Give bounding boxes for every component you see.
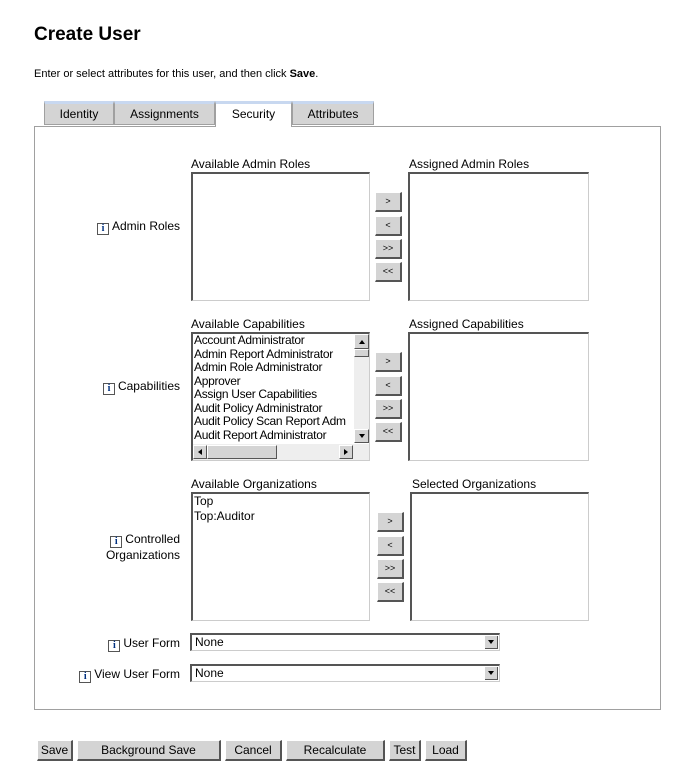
assigned-capabilities-label: Assigned Capabilities xyxy=(409,317,524,331)
view-user-form-value: None xyxy=(195,666,224,680)
remove-admin-role-button[interactable]: < xyxy=(375,216,402,236)
scroll-up-icon[interactable] xyxy=(354,334,369,349)
list-item[interactable]: Admin Report Administrator xyxy=(194,346,333,361)
available-organizations-label: Available Organizations xyxy=(191,477,317,491)
add-admin-role-button[interactable]: > xyxy=(375,192,402,212)
remove-all-admin-roles-button[interactable]: << xyxy=(375,262,402,282)
cancel-button[interactable]: Cancel xyxy=(225,740,282,761)
selected-organizations-list[interactable] xyxy=(410,492,589,621)
capabilities-text: Capabilities xyxy=(117,379,180,393)
scroll-right-icon[interactable] xyxy=(339,445,353,459)
tab-security[interactable]: Security xyxy=(215,101,292,127)
add-all-organizations-button[interactable]: >> xyxy=(377,559,404,579)
scroll-left-icon[interactable] xyxy=(193,445,207,459)
add-all-admin-roles-button[interactable]: >> xyxy=(375,239,402,259)
list-item[interactable]: Audit Policy Scan Report Adm xyxy=(194,414,346,428)
horizontal-scrollbar[interactable] xyxy=(193,444,369,460)
instructions-end: . xyxy=(315,68,319,80)
horizontal-scrollbar-thumb[interactable] xyxy=(207,445,277,459)
remove-capability-button[interactable]: < xyxy=(375,376,402,396)
list-item[interactable]: Top:Auditor xyxy=(194,509,255,523)
remove-all-organizations-button[interactable]: << xyxy=(377,582,404,602)
controlled-organizations-text-1: Controlled xyxy=(125,532,180,546)
test-button[interactable]: Test xyxy=(389,740,421,761)
available-capabilities-label: Available Capabilities xyxy=(191,317,305,331)
info-icon[interactable]: i xyxy=(96,223,109,235)
user-form-value: None xyxy=(195,635,224,649)
page-title: Create User xyxy=(34,24,141,45)
background-save-button[interactable]: Background Save xyxy=(77,740,221,761)
info-icon[interactable]: i xyxy=(110,536,123,548)
available-admin-roles-label: Available Admin Roles xyxy=(191,157,311,171)
user-form-select[interactable]: None xyxy=(190,633,500,651)
vertical-scrollbar-track[interactable] xyxy=(354,349,369,429)
list-item[interactable]: Admin Role Administrator xyxy=(194,360,323,374)
list-item[interactable]: Top xyxy=(194,494,214,508)
capabilities-items: Account Administrator Admin Report Admin… xyxy=(194,334,353,444)
list-item[interactable]: Account Administrator xyxy=(194,334,305,347)
view-user-form-text: View User Form xyxy=(94,667,180,681)
list-item[interactable]: Audit Policy Administrator xyxy=(194,400,323,415)
assigned-admin-roles-label: Assigned Admin Roles xyxy=(409,157,530,171)
add-all-capabilities-button[interactable]: >> xyxy=(375,399,402,419)
available-organizations-list[interactable]: Top Top:Auditor xyxy=(191,492,370,621)
available-capabilities-list[interactable]: Account Administrator Admin Report Admin… xyxy=(191,332,370,461)
scroll-down-icon[interactable] xyxy=(354,429,369,443)
tab-identity[interactable]: Identity xyxy=(44,101,114,125)
view-user-form-select[interactable]: None xyxy=(190,664,500,682)
instructions-bold: Save xyxy=(289,68,316,80)
vertical-scrollbar-thumb[interactable] xyxy=(354,349,369,357)
info-icon[interactable]: i xyxy=(108,640,121,652)
load-button[interactable]: Load xyxy=(425,740,467,761)
recalculate-button[interactable]: Recalculate xyxy=(286,740,385,761)
chevron-down-icon[interactable] xyxy=(485,636,498,649)
add-capability-button[interactable]: > xyxy=(375,352,402,372)
remove-organization-button[interactable]: < xyxy=(377,536,404,556)
list-item[interactable]: Audit Report Administrator xyxy=(194,427,327,442)
admin-roles-text: Admin Roles xyxy=(111,219,180,233)
instructions-text: Enter or select attributes for this user… xyxy=(34,68,290,80)
controlled-organizations-text-2: Organizations xyxy=(105,548,180,562)
chevron-down-icon[interactable] xyxy=(485,667,498,680)
assigned-capabilities-list[interactable] xyxy=(408,332,589,461)
info-icon[interactable]: i xyxy=(102,383,115,395)
assigned-admin-roles-list[interactable] xyxy=(408,172,589,301)
save-button[interactable]: Save xyxy=(37,740,73,761)
available-admin-roles-list[interactable] xyxy=(191,172,370,301)
list-item[interactable]: Approver xyxy=(194,373,241,388)
info-icon[interactable]: i xyxy=(79,671,92,683)
page-instructions: Enter or select attributes for this user… xyxy=(34,68,318,80)
security-panel xyxy=(34,126,661,710)
tab-assignments[interactable]: Assignments xyxy=(114,101,215,125)
tab-attributes[interactable]: Attributes xyxy=(292,101,374,125)
user-form-text: User Form xyxy=(123,636,180,650)
list-item[interactable]: Assign User Capabilities xyxy=(194,387,317,401)
selected-organizations-label: Selected Organizations xyxy=(412,477,537,491)
remove-all-capabilities-button[interactable]: << xyxy=(375,422,402,442)
add-organization-button[interactable]: > xyxy=(377,512,404,532)
